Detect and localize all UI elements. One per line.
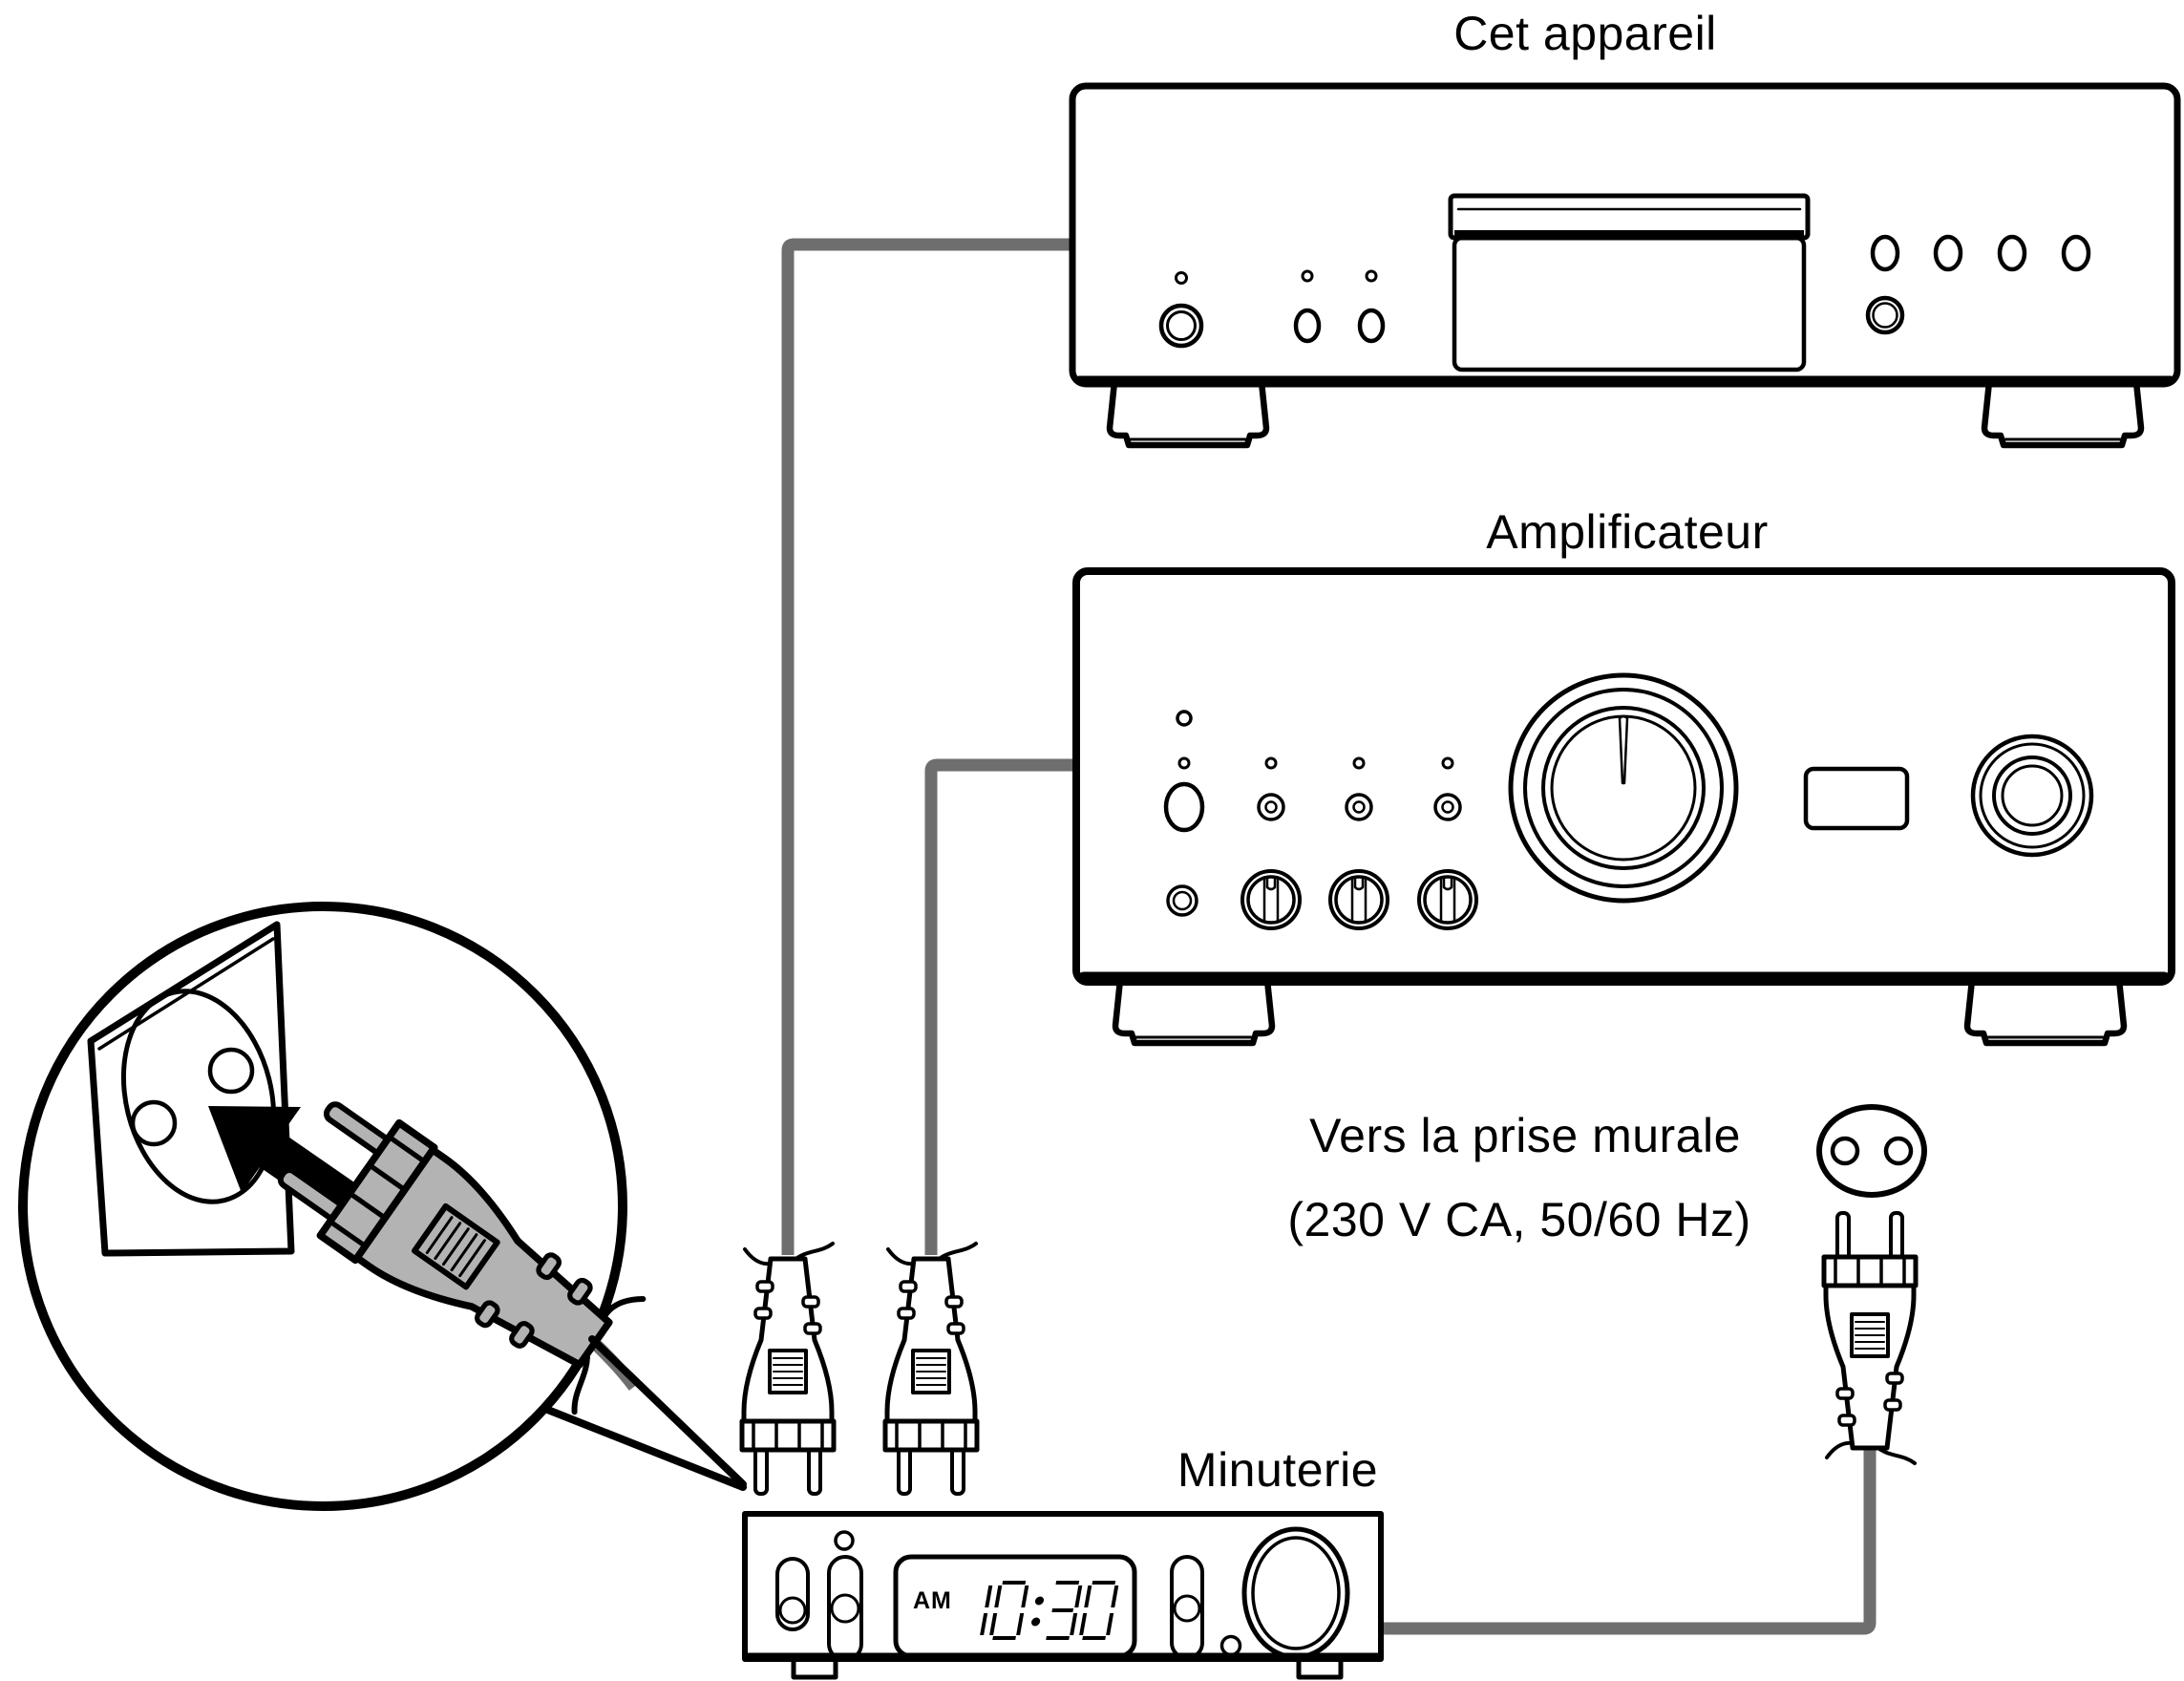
timer-switch-icon (827, 1555, 863, 1662)
timer-switch-dot (1173, 1594, 1201, 1623)
cd-led-icon (1301, 269, 1314, 283)
timer-unit: AM (742, 1511, 1384, 1680)
cd-power-plug-icon (742, 1244, 834, 1494)
wall-outlet-recess (120, 989, 277, 1204)
cd-transport-button-icon (1870, 234, 1900, 272)
timer-switch-icon (775, 1557, 810, 1631)
wall-outlet-hole-icon (1883, 1136, 1914, 1166)
timer-led-icon (834, 1530, 855, 1551)
timer-power-cable (1384, 1444, 1877, 1635)
cd-transport-button-icon (1997, 234, 2027, 272)
amp-headphone-jack-inner (1172, 890, 1193, 911)
timer-switch-dot (830, 1593, 860, 1624)
amp-selector-knob-icon (1328, 869, 1389, 930)
amp-volume-knob-icon (1508, 672, 1739, 904)
amplifier-label: Amplificateur (1486, 505, 1769, 559)
timer-dial-icon (1241, 1526, 1350, 1660)
amp-jack-icon (1257, 793, 1462, 821)
cd-power-button-inner (1166, 310, 1197, 341)
wall-outlet-icon (1816, 1104, 1927, 1198)
amp-led-icon (1264, 756, 1278, 770)
timer-label: Minuterie (1177, 1443, 1378, 1497)
cd-disc-tray-band (1454, 230, 1804, 238)
cd-display-panel (1452, 235, 1807, 372)
callout-pointer-line (541, 1405, 747, 1491)
timer-display (893, 1554, 1137, 1659)
cd-power-button-icon (1158, 303, 1204, 349)
timer-dial-inner (1251, 1536, 1341, 1650)
amp-led-icon (1352, 756, 1366, 770)
cd-small-button-icon (1293, 308, 1322, 344)
cd-player-foot-right (1984, 382, 2141, 445)
amp-power-plug-icon (885, 1244, 977, 1494)
cd-transport-button-icon (2061, 234, 2091, 272)
amp-power-button-icon (1163, 781, 1205, 833)
timer-switch-dot (778, 1596, 807, 1625)
timer-power-plug-icon (1824, 1213, 1916, 1463)
amp-led-icon (1176, 710, 1193, 727)
wall-outlet-hole-icon (207, 1047, 255, 1095)
amp-led-icon (1441, 756, 1454, 770)
timer-switch-icon (1170, 1555, 1204, 1660)
amplifier-foot-left (1115, 980, 1272, 1043)
wall-outlet-hole-icon (1830, 1136, 1860, 1166)
cd-transport-button-icon (1933, 234, 1963, 272)
top-unit-label: Cet appareil (1453, 7, 1717, 60)
timer-led-icon (1219, 1634, 1242, 1657)
amp-display-window (1803, 766, 1910, 831)
cd-round-button-inner (1872, 302, 1898, 329)
cd-led-icon (1365, 269, 1378, 283)
timer-meridiem-label: AM (913, 1587, 952, 1614)
amplifier-foot-right (1967, 980, 2124, 1043)
amp-power-cable (924, 758, 1080, 1255)
cd-player (1069, 82, 2181, 445)
cd-small-button-icon (1357, 308, 1386, 344)
cd-power-cable (781, 238, 1076, 1255)
amp-input-knob-icon (1970, 734, 2094, 858)
amp-selector-knob-icon (1417, 869, 1478, 930)
amp-led-icon (1177, 756, 1191, 770)
amp-volume-pointer (1618, 714, 1629, 785)
callout-pointer-line (588, 1335, 747, 1488)
amplifier (1072, 567, 2175, 1043)
cd-round-button-icon (1865, 295, 1905, 335)
wall-outlet-hole-icon (130, 1099, 178, 1147)
amp-selector-knob-icon (1240, 869, 1302, 930)
wall-note-line1: Vers la prise murale (1309, 1109, 1741, 1162)
cd-player-foot-left (1110, 382, 1266, 445)
cd-power-led-icon (1175, 271, 1188, 285)
outlet-zoom-callout (18, 902, 747, 1511)
wall-note-line2: (230 V CA, 50/60 Hz) (1287, 1193, 1750, 1246)
amp-headphone-jack-icon (1166, 884, 1198, 917)
timer-time-segments (980, 1581, 1119, 1640)
wall-outlet-plate-edge (97, 937, 275, 1051)
